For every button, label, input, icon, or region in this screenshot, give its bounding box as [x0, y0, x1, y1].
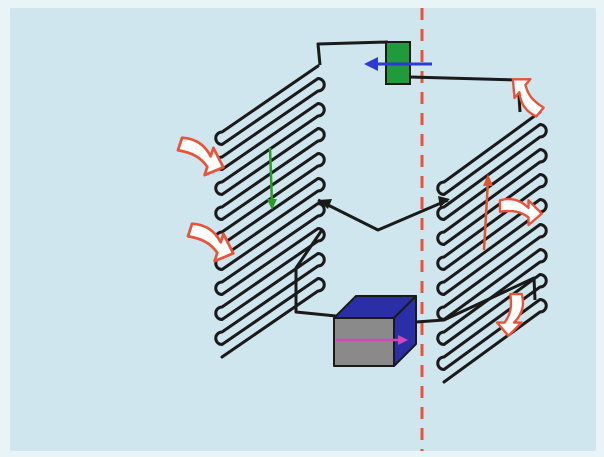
arrowhead-left [318, 199, 332, 209]
air-arrow-icon [176, 136, 225, 177]
pipe-to-valve [316, 40, 389, 66]
air-arrow-icon [495, 292, 525, 337]
air-arrow-icon [186, 222, 235, 263]
air-flow-arrows [176, 77, 545, 337]
refrigerant-arrowhead [364, 57, 378, 71]
coil-icon [214, 64, 326, 359]
return-line [317, 198, 449, 232]
air-arrow-icon [498, 197, 543, 227]
pink-flow-arrowhead [398, 335, 408, 345]
green-flow-arrowhead [267, 199, 277, 210]
green-flow-arrow-line [268, 147, 274, 205]
condenser-coil [436, 110, 548, 384]
red-flow-arrowhead [483, 174, 493, 186]
pipe-evaporator-to-compressor [294, 229, 337, 318]
evaporator-coil [214, 64, 326, 359]
pipe-compressor-to-condenser [415, 276, 537, 324]
red-flow-arrow-line [482, 179, 490, 251]
pipes [294, 40, 537, 324]
coil-icon [436, 110, 548, 384]
air-arrow-icon [511, 77, 545, 118]
compressor-front [333, 317, 395, 367]
arrowhead-right [438, 196, 450, 207]
cube-icon [333, 295, 417, 367]
background-panel [10, 8, 596, 451]
